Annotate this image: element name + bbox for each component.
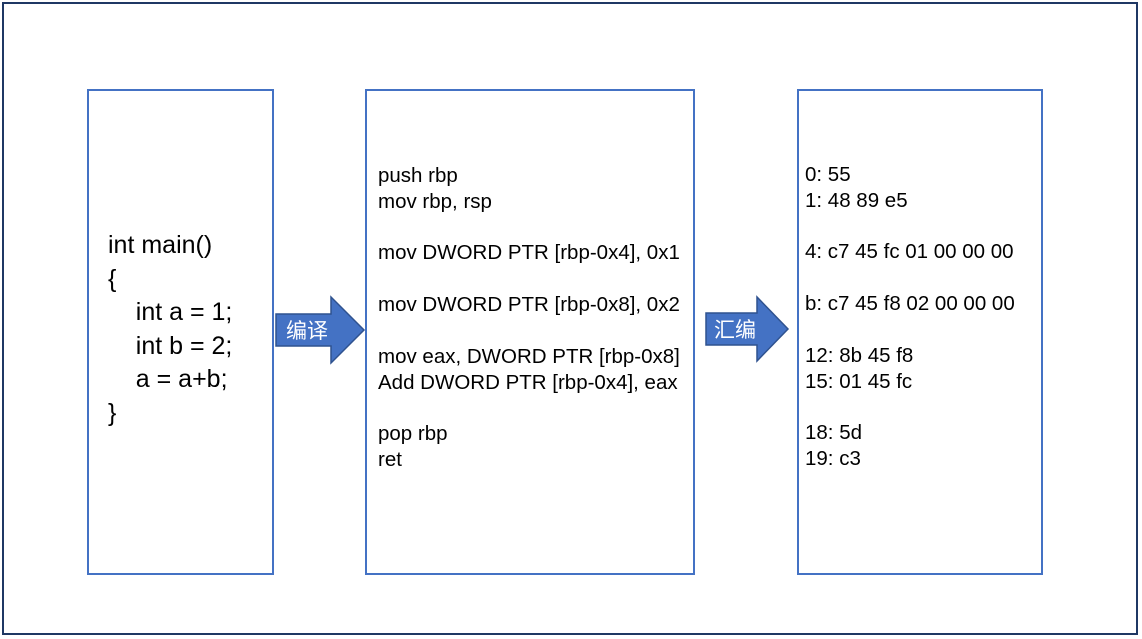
compile-arrow: 编译 bbox=[275, 295, 366, 365]
right-arrow-icon bbox=[705, 295, 790, 363]
machine-code-box bbox=[797, 89, 1043, 575]
assembly-code-text: push rbp mov rbp, rsp mov DWORD PTR [rbp… bbox=[378, 164, 680, 472]
assembly-code-box bbox=[365, 89, 695, 575]
source-code-text: int main() { int a = 1; int b = 2; a = a… bbox=[108, 231, 233, 427]
machine-code-text: 0: 55 1: 48 89 e5 4: c7 45 fc 01 00 00 0… bbox=[805, 163, 1015, 471]
right-arrow-icon bbox=[275, 295, 366, 365]
source-code-box bbox=[87, 89, 274, 575]
assemble-arrow: 汇编 bbox=[705, 295, 790, 363]
